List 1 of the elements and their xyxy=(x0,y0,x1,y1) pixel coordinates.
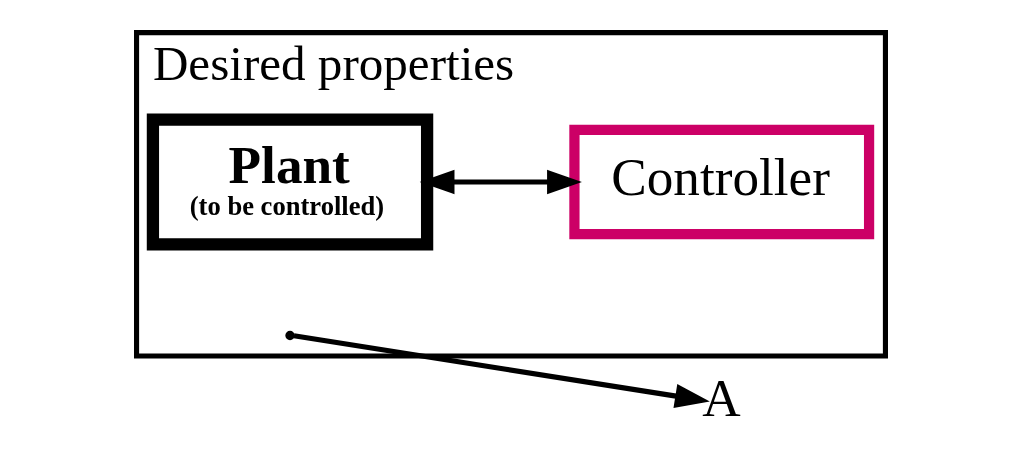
node-text: A xyxy=(701,368,741,428)
